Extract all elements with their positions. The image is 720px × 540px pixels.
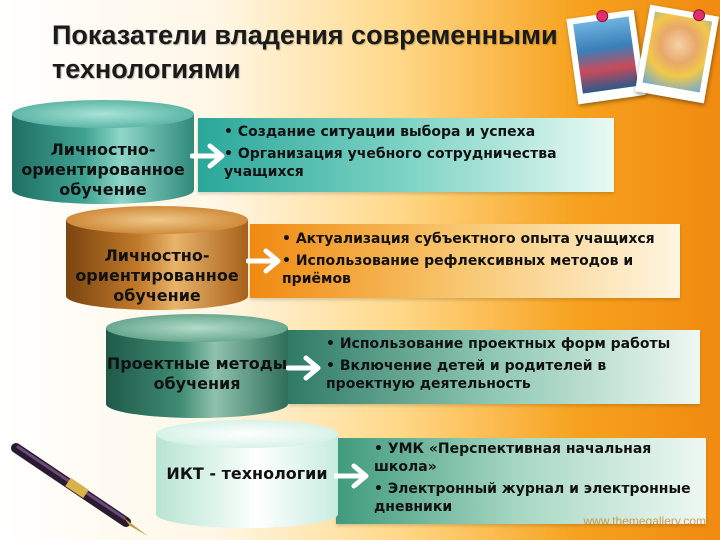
row-4-label: ИКТ - технологии: [166, 464, 328, 483]
child-photo: [634, 4, 720, 104]
list-item: • Организация учебного сотрудничества уч…: [224, 146, 557, 180]
arrow-right-icon: [334, 463, 369, 489]
list-item: • Электронный журнал и электронные дневн…: [374, 481, 691, 515]
photo-collage: [566, 0, 720, 110]
list-item: • Актуализация субъектного опыта учащихс…: [282, 231, 655, 247]
row-4-cylinder: ИКТ - технологии: [156, 420, 338, 528]
watermark-url: www.themegallery.com: [583, 514, 706, 528]
row-3-list: • Использование проектных форм работы • …: [326, 335, 696, 397]
pen-icon: [11, 443, 148, 536]
row-2-label: Личностно-ориентированное обучение: [75, 246, 239, 305]
arrow-right-icon: [190, 143, 225, 169]
row-1-list: • Создание ситуации выбора и успеха • Ор…: [224, 123, 608, 185]
row-3-label: Проектные методы обучения: [106, 354, 288, 393]
slide-title: Показатели владения современными техноло…: [52, 20, 558, 84]
class-photo: [566, 9, 646, 105]
row-4-band: • УМК «Перспективная начальная школа» • …: [336, 438, 706, 524]
row-3-cylinder: Проектные методы обучения: [106, 314, 288, 418]
row-2-band: • Актуализация субъектного опыта учащихс…: [250, 224, 680, 298]
row-1-band: • Создание ситуации выбора и успеха • Ор…: [198, 118, 614, 192]
list-item: • УМК «Перспективная начальная школа»: [374, 441, 652, 475]
row-2-list: • Актуализация субъектного опыта учащихс…: [282, 230, 674, 292]
list-item: • Включение детей и родителей в проектну…: [326, 358, 607, 392]
row-1-cylinder: Личностно-ориентированное обучение: [12, 100, 194, 204]
arrow-right-icon: [286, 355, 321, 381]
list-item: • Создание ситуации выбора и успеха: [224, 124, 536, 140]
row-3-band: • Использование проектных форм работы • …: [288, 330, 700, 404]
arrow-right-icon: [246, 248, 281, 274]
row-1-label: Личностно-ориентированное обучение: [21, 140, 185, 199]
row-4-list: • УМК «Перспективная начальная школа» • …: [374, 440, 704, 520]
row-2-cylinder: Личностно-ориентированное обучение: [66, 206, 248, 310]
list-item: • Использование рефлексивных методов и п…: [282, 253, 634, 287]
list-item: • Использование проектных форм работы: [326, 336, 671, 352]
